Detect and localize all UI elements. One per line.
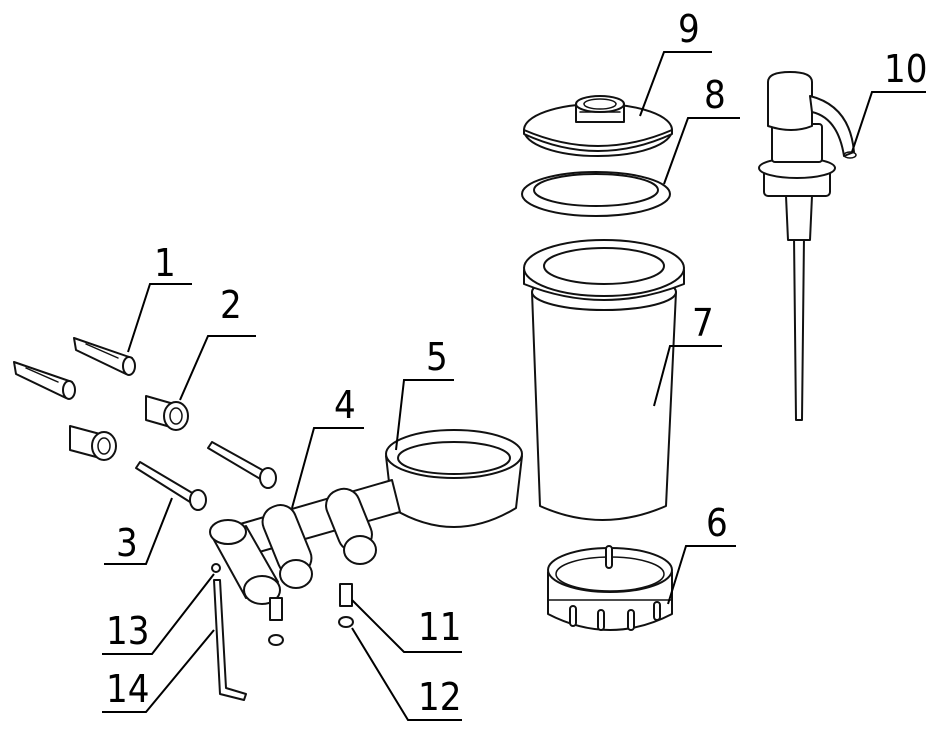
callout-12: 12 bbox=[418, 675, 462, 719]
callout-6: 6 bbox=[706, 501, 728, 545]
part-2-bushings bbox=[69, 395, 189, 461]
part-9-cap bbox=[523, 95, 673, 157]
part-5-ring-holder bbox=[385, 429, 523, 528]
callout-3: 3 bbox=[116, 521, 138, 565]
part-8-seal-ring bbox=[521, 171, 671, 217]
callout-14: 14 bbox=[106, 667, 150, 711]
callout-8: 8 bbox=[704, 73, 726, 117]
callout-13: 13 bbox=[106, 609, 150, 653]
callout-10: 10 bbox=[884, 47, 928, 91]
part-4-arm-bracket bbox=[209, 479, 401, 605]
part-12-washers bbox=[268, 616, 354, 646]
leader-lines bbox=[102, 51, 926, 721]
part-7-container bbox=[523, 239, 685, 521]
part-1-wall-anchors bbox=[13, 337, 136, 400]
part-10-pump bbox=[758, 71, 857, 421]
callout-1: 1 bbox=[154, 241, 176, 285]
callout-5: 5 bbox=[426, 335, 448, 379]
part-6-base-ring bbox=[547, 545, 673, 631]
callout-9: 9 bbox=[678, 7, 700, 51]
callout-4: 4 bbox=[334, 383, 356, 427]
part-11-set-screws bbox=[269, 583, 353, 621]
part-14-hex-key bbox=[213, 579, 247, 701]
callout-2: 2 bbox=[220, 283, 242, 327]
callout-7: 7 bbox=[692, 301, 714, 345]
part-13-ball bbox=[211, 563, 221, 573]
part-3-screws bbox=[135, 441, 277, 511]
callout-11: 11 bbox=[418, 605, 462, 649]
